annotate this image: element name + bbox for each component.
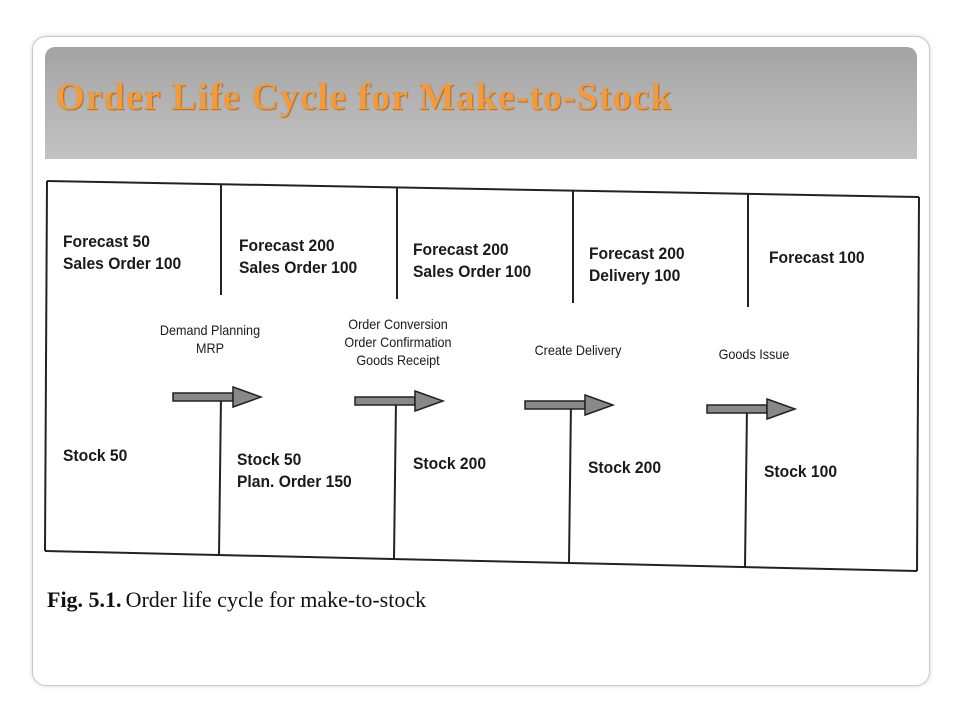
step-2-line2: Order Confirmation	[344, 334, 452, 350]
bottom-divider-1	[218, 396, 222, 556]
step-label-1: Demand Planning MRP	[152, 321, 269, 357]
bottom-cell-2-line1: Stock 50	[237, 450, 302, 469]
caption-text: Order life cycle for make-to-stock	[125, 587, 427, 612]
bottom-divider-4	[744, 405, 748, 568]
top-cell-3-line1: Forecast 200	[413, 240, 509, 259]
bottom-cell-2: Stock 50 Plan. Order 150	[237, 449, 352, 493]
top-cell-2-line1: Forecast 200	[239, 236, 335, 255]
box-right-edge	[916, 196, 920, 572]
arrow-1	[172, 385, 264, 409]
bottom-cell-4-line1: Stock 200	[588, 458, 662, 477]
step-1-line1: Demand Planning	[159, 322, 261, 338]
top-cell-2-line2: Sales Order 100	[239, 258, 358, 277]
arrow-4	[706, 397, 798, 421]
top-cell-1: Forecast 50 Sales Order 100	[63, 231, 181, 275]
bottom-cell-5-line1: Stock 100	[764, 462, 838, 481]
bottom-cell-3-line1: Stock 200	[413, 454, 487, 473]
step-2-line1: Order Conversion	[348, 316, 448, 332]
top-cell-5-line1: Forecast 100	[769, 248, 865, 267]
figure-caption: Fig. 5.1.Order life cycle for make-to-st…	[47, 587, 426, 613]
box-left-edge	[44, 180, 48, 552]
step-label-4: Goods Issue	[696, 345, 813, 363]
top-cell-3-line2: Sales Order 100	[413, 262, 532, 281]
bottom-cell-2-line2: Plan. Order 150	[237, 472, 352, 491]
step-label-3: Create Delivery	[511, 341, 646, 359]
title-band	[45, 47, 917, 159]
box-bottom-edge	[44, 550, 918, 572]
bottom-divider-3	[568, 401, 572, 564]
caption-label: Fig. 5.1.	[47, 587, 122, 612]
bottom-cell-5: Stock 100	[764, 461, 837, 483]
top-cell-3: Forecast 200 Sales Order 100	[413, 239, 531, 283]
slide-frame: Order Life Cycle for Make-to-Stock	[32, 36, 930, 686]
top-cell-5: Forecast 100	[769, 247, 865, 269]
bottom-cell-4: Stock 200	[588, 457, 661, 479]
top-cell-4-line2: Delivery 100	[589, 266, 681, 285]
scanned-figure: Forecast 50 Sales Order 100 Forecast 200…	[33, 159, 929, 631]
step-3-line1: Create Delivery	[534, 342, 622, 358]
bottom-divider-2	[393, 398, 397, 560]
arrow-2	[354, 389, 446, 413]
top-cell-1-line2: Sales Order 100	[63, 254, 182, 273]
box-top-edge	[46, 180, 920, 198]
bottom-cell-1: Stock 50	[63, 445, 127, 467]
step-1-line2: MRP	[195, 340, 225, 356]
top-cell-2: Forecast 200 Sales Order 100	[239, 235, 357, 279]
top-cell-1-line1: Forecast 50	[63, 232, 150, 251]
bottom-cell-3: Stock 200	[413, 453, 486, 475]
top-cell-4: Forecast 200 Delivery 100	[589, 243, 685, 287]
top-cell-4-line1: Forecast 200	[589, 244, 685, 263]
arrow-3	[524, 393, 616, 417]
step-2-line3: Goods Receipt	[356, 352, 440, 368]
slide-title: Order Life Cycle for Make-to-Stock	[55, 76, 673, 118]
bottom-cell-1-line1: Stock 50	[63, 446, 128, 465]
step-label-2: Order Conversion Order Confirmation Good…	[331, 315, 466, 369]
diagram-lines	[44, 180, 920, 572]
step-4-line1: Goods Issue	[718, 346, 790, 362]
